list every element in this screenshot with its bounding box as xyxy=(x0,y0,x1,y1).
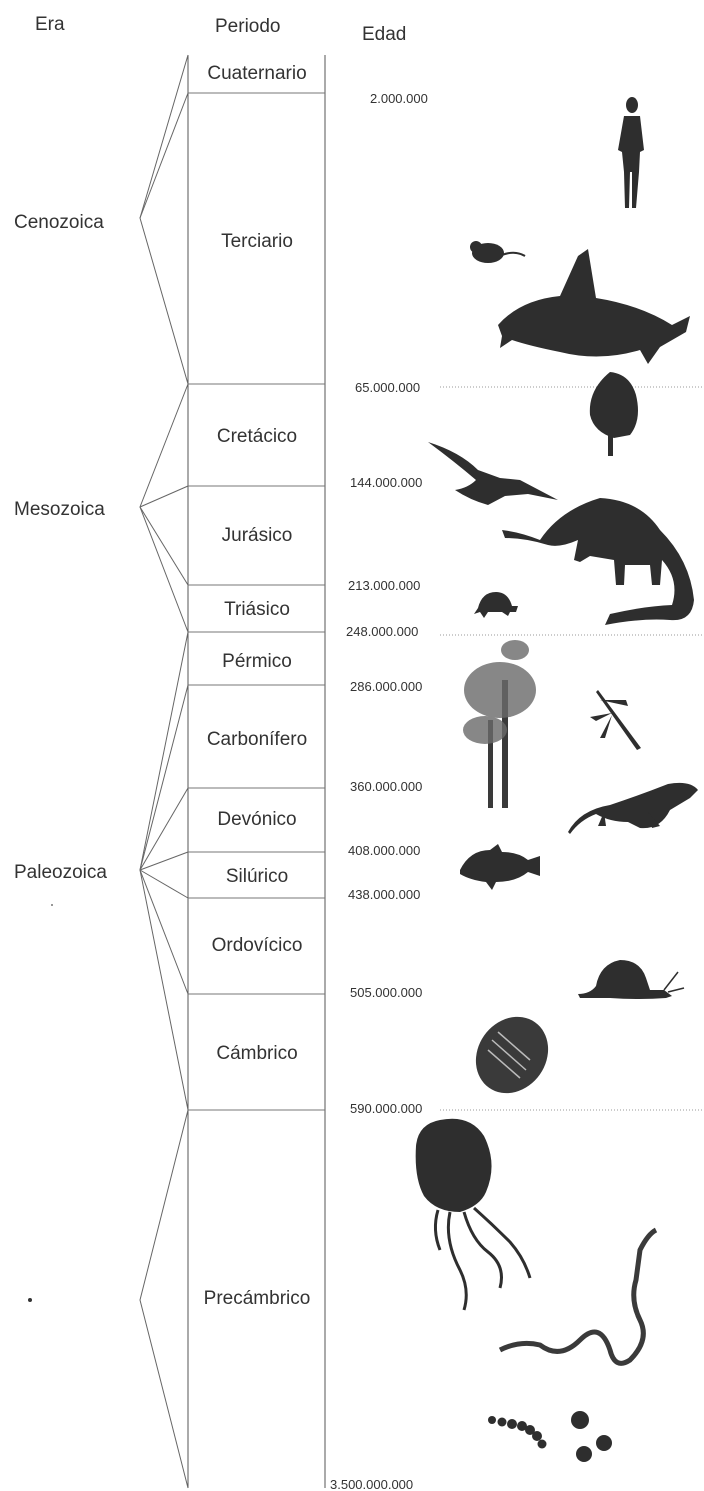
cells-icon xyxy=(488,1411,612,1462)
period-label: Cuaternario xyxy=(207,63,306,84)
period-column xyxy=(188,55,325,1488)
rodent-icon xyxy=(470,241,525,263)
header-edad: Edad xyxy=(362,24,406,45)
period-label: Cretácico xyxy=(217,426,297,447)
period-label: Precámbrico xyxy=(204,1288,311,1309)
age-label: 408.000.000 xyxy=(348,843,420,858)
trilobite-icon xyxy=(461,1003,563,1108)
age-label: 65.000.000 xyxy=(355,380,420,395)
turtle-icon xyxy=(474,592,518,618)
period-label: Silúrico xyxy=(226,866,288,887)
age-label: 213.000.000 xyxy=(348,578,420,593)
scan-dot xyxy=(51,904,53,906)
period-label: Cámbrico xyxy=(216,1043,297,1064)
tree-icon xyxy=(590,372,638,456)
header-periodo: Periodo xyxy=(215,16,281,37)
bracket-mesozoica xyxy=(140,384,188,632)
era-label-mesozoica: Mesozoica xyxy=(14,499,105,520)
period-label: Pérmico xyxy=(222,651,292,672)
age-label: 590.000.000 xyxy=(350,1101,422,1116)
age-label: 2.000.000 xyxy=(370,91,428,106)
human-icon xyxy=(618,97,644,208)
jellyfish-icon xyxy=(416,1119,530,1310)
era-label-cenozoica: Cenozoica xyxy=(14,212,104,233)
period-label: Ordovícico xyxy=(212,935,303,956)
period-label: Triásico xyxy=(224,599,290,620)
age-label: 286.000.000 xyxy=(350,679,422,694)
bracket-precambrica xyxy=(140,1110,188,1488)
bracket-paleozoica xyxy=(140,632,188,1110)
period-label: Devónico xyxy=(217,809,296,830)
worm-icon xyxy=(500,1230,656,1363)
snail-icon xyxy=(578,960,684,999)
header-era: Era xyxy=(35,14,65,35)
period-label: Terciario xyxy=(221,231,293,252)
period-label: Jurásico xyxy=(222,525,293,546)
amphibian-icon xyxy=(568,783,698,834)
period-label: Carbonífero xyxy=(207,729,307,750)
age-label: 248.000.000 xyxy=(346,624,418,639)
pterosaur-icon xyxy=(428,442,558,505)
age-label: 144.000.000 xyxy=(350,475,422,490)
bracket-cenozoica xyxy=(140,55,188,384)
orca-icon xyxy=(498,249,690,364)
era-brackets xyxy=(140,55,188,1488)
age-label: 505.000.000 xyxy=(350,985,422,1000)
fern-tree-icon xyxy=(463,640,536,808)
scan-dot xyxy=(28,1298,32,1302)
period-labels: Cuaternario Terciario Cretácico Jurásico… xyxy=(204,63,311,1309)
sauropod-icon xyxy=(502,498,694,625)
age-labels: 2.000.000 65.000.000 144.000.000 213.000… xyxy=(330,91,428,1491)
fish-icon xyxy=(460,844,540,890)
age-label: 360.000.000 xyxy=(350,779,422,794)
era-label-paleozoica: Paleozoica xyxy=(14,862,107,883)
age-label: 3.500.000.000 xyxy=(330,1477,413,1491)
dragonfly-icon xyxy=(590,690,641,750)
age-label: 438.000.000 xyxy=(348,887,420,902)
